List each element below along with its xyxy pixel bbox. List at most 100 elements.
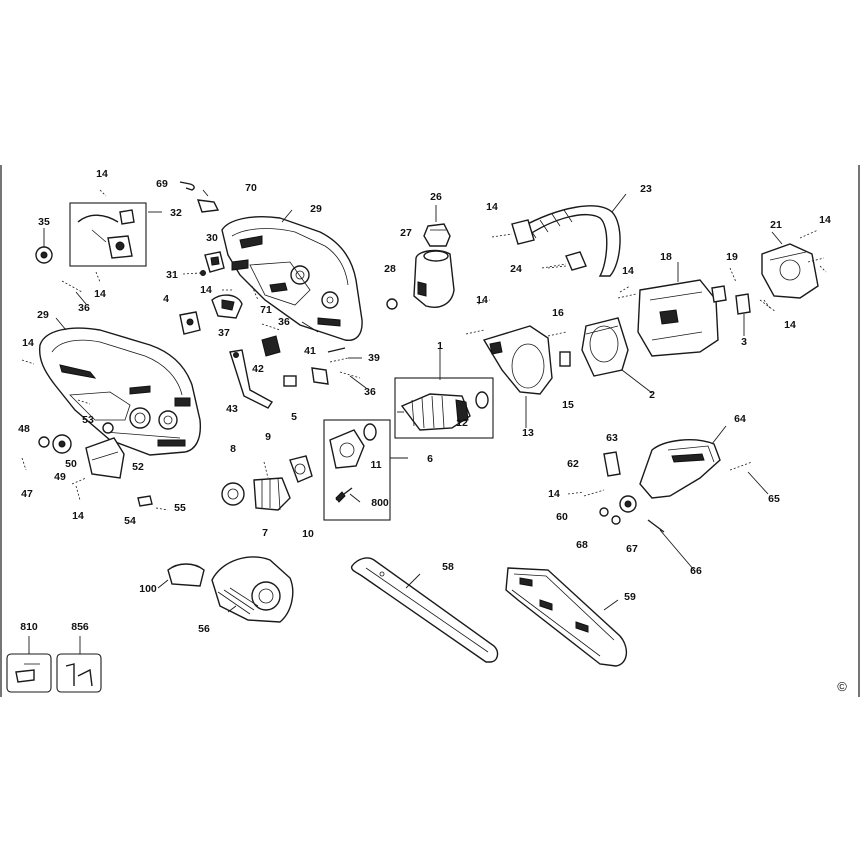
label-59: 59: [624, 591, 636, 603]
label-64: 64: [734, 413, 746, 425]
label-9: 9: [265, 431, 271, 443]
label-856: 856: [71, 621, 89, 633]
label-4: 4: [163, 293, 169, 305]
brush-parts: [729, 267, 777, 315]
label-69: 69: [156, 178, 168, 190]
label-14-f: 14: [476, 294, 488, 306]
label-53: 53: [82, 414, 94, 426]
label-14-d: 14: [200, 284, 212, 296]
label-13: 13: [522, 427, 534, 439]
label-14-e: 14: [486, 201, 498, 213]
copyright-symbol: ©: [837, 679, 847, 694]
label-11: 11: [370, 459, 381, 471]
label-15: 15: [562, 399, 574, 411]
screw-24: [547, 265, 567, 269]
stator-2: [581, 317, 629, 377]
motor-housing-18: [617, 279, 727, 357]
bushing-parts: [547, 331, 571, 367]
armature-group: [394, 377, 494, 439]
label-71: 71: [260, 304, 272, 316]
oil-tank-assembly: [386, 223, 455, 310]
label-37: 37: [218, 327, 230, 339]
label-36-right: 36: [364, 386, 376, 398]
main-housing: [221, 216, 363, 342]
housing-half-left: [38, 327, 202, 456]
label-1: 1: [437, 340, 443, 352]
trigger-part-37: [211, 294, 243, 319]
sprocket-group: [323, 419, 391, 521]
label-19: 19: [726, 251, 738, 263]
label-21: 21: [770, 219, 782, 231]
part-4: [179, 311, 201, 335]
switch-parts-group: [69, 202, 147, 267]
label-36-left: 36: [78, 302, 90, 314]
label-30: 30: [206, 232, 218, 244]
parts-54-55: [137, 495, 169, 511]
label-60: 60: [556, 511, 568, 523]
part-5: [283, 375, 297, 387]
label-810: 810: [20, 621, 38, 633]
label-42: 42: [252, 363, 264, 375]
rear-handle-64: [639, 439, 753, 499]
leader-lines: [55, 193, 783, 613]
label-65: 65: [768, 493, 780, 505]
label-2: 2: [649, 389, 655, 401]
label-52: 52: [132, 461, 144, 473]
label-50: 50: [65, 458, 77, 470]
label-28: 28: [384, 263, 396, 275]
label-800: 800: [371, 497, 389, 509]
end-cap-21: [761, 229, 825, 299]
label-6: 6: [427, 453, 433, 465]
label-55: 55: [174, 502, 186, 514]
label-14-a: 14: [96, 168, 108, 180]
label-10: 10: [302, 528, 314, 540]
label-43: 43: [226, 403, 238, 415]
label-63: 63: [606, 432, 618, 444]
label-39: 39: [368, 352, 380, 364]
switch-small-parts: [182, 251, 225, 276]
label-3: 3: [741, 336, 747, 348]
cord-clamp-parts: [179, 181, 220, 213]
label-29-top: 29: [310, 203, 322, 215]
label-14-i: 14: [784, 319, 796, 331]
label-14-j: 14: [72, 510, 84, 522]
label-56: 56: [198, 623, 210, 635]
label-66: 66: [690, 565, 702, 577]
label-14-b: 14: [94, 288, 106, 300]
motor-cover-13: [465, 325, 553, 395]
label-47: 47: [21, 488, 33, 500]
spring-71: [251, 285, 259, 301]
guide-bar-58: [350, 557, 499, 663]
cap-part-35: [35, 228, 53, 264]
label-31: 31: [166, 269, 178, 281]
label-67: 67: [626, 543, 638, 555]
label-49: 49: [54, 471, 66, 483]
label-54: 54: [124, 515, 136, 527]
label-14-h: 14: [819, 214, 831, 226]
label-8: 8: [230, 443, 236, 455]
part-number-labels: 1 2 3 4 5 6 7 8 9 10 11 12 13 15 16 18 1…: [18, 168, 831, 635]
label-5: 5: [291, 411, 297, 423]
label-12: 12: [456, 417, 468, 429]
lever-parts: [229, 335, 281, 409]
label-14-g: 14: [622, 265, 634, 277]
label-100: 100: [139, 583, 157, 595]
label-68: 68: [576, 539, 588, 551]
label-23: 23: [640, 183, 652, 195]
label-14-k: 14: [548, 488, 560, 500]
label-62: 62: [567, 458, 579, 470]
chain-cover-56: [167, 556, 294, 623]
label-16: 16: [552, 307, 564, 319]
drive-parts: [221, 455, 313, 511]
label-58: 58: [442, 561, 454, 573]
label-32: 32: [170, 207, 182, 219]
label-27: 27: [400, 227, 412, 239]
pins-36: [61, 280, 361, 379]
label-14-c: 14: [22, 337, 34, 349]
label-29-left: 29: [37, 309, 49, 321]
label-41: 41: [304, 345, 316, 357]
label-35: 35: [38, 216, 50, 228]
label-18: 18: [660, 251, 672, 263]
label-36-mid: 36: [278, 316, 290, 328]
